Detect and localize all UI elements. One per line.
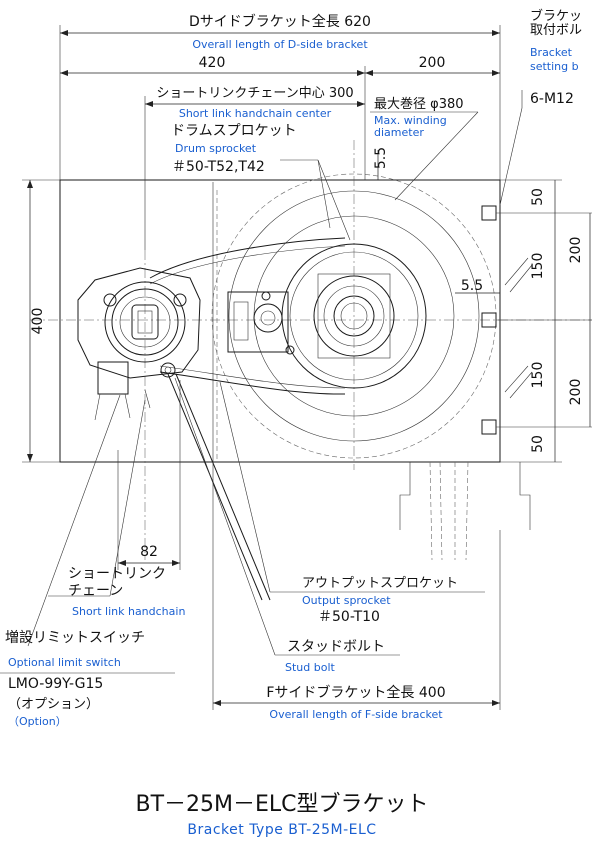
dim-200-top: 200	[419, 55, 446, 71]
d-side-length-en: Overall length of D-side bracket	[192, 38, 368, 51]
dim-50-bottom: 50	[530, 435, 546, 453]
dimension-lines	[22, 25, 592, 710]
max-winding-en-1: Max. winding	[374, 114, 447, 127]
title-en: Bracket Type BT-25M-ELC	[187, 822, 376, 838]
limit-switch-label: 増設リミットスイッチ	[5, 630, 145, 646]
bracket-bolt-en-2: setting b	[530, 60, 579, 73]
output-sprocket-block	[227, 291, 295, 355]
drum-sprocket-spec: ＃50-T52,T42	[172, 159, 265, 175]
limit-switch-en: Optional limit switch	[8, 656, 121, 669]
drum-sprocket-en: Drum sprocket	[175, 142, 257, 155]
dimension-texts: Dサイドブラケット全長 620 Overall length of D-side…	[30, 13, 584, 721]
dim-400-height: 400	[30, 308, 46, 335]
limit-switch-model: LMO-99Y-G15	[8, 676, 103, 692]
option-en: （Option）	[8, 715, 67, 728]
drive-chain	[149, 237, 346, 395]
short-link-chain-label-2: チェーン	[68, 583, 123, 599]
bracket-plate	[59, 179, 501, 463]
mounting-bolts	[481, 205, 533, 435]
stud-bolt-label: スタッドボルト	[287, 639, 385, 655]
stud-bolt	[167, 373, 271, 601]
bracket-bolt-label-2: 取付ボル	[530, 23, 582, 38]
drum-assembly	[211, 173, 497, 459]
lower-legs	[399, 461, 531, 561]
stud-bolt-en: Stud bolt	[285, 661, 336, 674]
title-block: BT－25M－ELC型ブラケット Bracket Type BT-25M-ELC	[135, 792, 428, 838]
output-sprocket-en: Output sprocket	[302, 594, 391, 607]
d-side-length-label: Dサイドブラケット全長 620	[189, 13, 371, 30]
bracket-bolt-label-1: ブラケッ	[530, 8, 582, 24]
dim-200-upper: 200	[568, 237, 584, 264]
max-winding-en-2: diameter	[374, 126, 424, 139]
dim-5-5-top: 5.5	[373, 147, 389, 169]
part-labels: ブラケッ 取付ボル Bracket setting b 6-M12 最大巻径 φ…	[5, 8, 582, 728]
f-side-length-label: Fサイドブラケット全長 400	[266, 684, 445, 701]
max-winding-label: 最大巻径 φ380	[374, 97, 464, 112]
handchain-wheel	[77, 267, 201, 421]
output-sprocket-spec: ＃50-T10	[318, 609, 380, 625]
dim-150-upper: 150	[530, 253, 546, 280]
bracket-bolt-spec: 6-M12	[530, 91, 574, 107]
option-label: （オプション）	[8, 697, 99, 712]
drum-sprocket-label: ドラムスプロケット	[171, 123, 297, 139]
bolt-2	[481, 312, 520, 328]
dim-82: 82	[140, 544, 158, 560]
dim-200-lower: 200	[568, 379, 584, 406]
center-lines	[30, 140, 592, 560]
short-link-center-en: Short link handchain center	[179, 107, 332, 120]
bolt-1	[481, 205, 520, 221]
output-sprocket-label: アウトプットスプロケット	[302, 576, 458, 591]
dim-5-5-side: 5.5	[461, 278, 483, 294]
title-jp: BT－25M－ELC型ブラケット	[135, 792, 428, 817]
short-link-chain-en: Short link handchain	[72, 605, 185, 618]
dim-420: 420	[199, 55, 226, 71]
short-link-center-label: ショートリンクチェーン中心 300	[156, 86, 353, 101]
dim-50-top: 50	[530, 188, 546, 206]
dim-150-lower: 150	[530, 362, 546, 389]
short-link-chain-label-1: ショートリンク	[68, 566, 166, 582]
bolt-3	[481, 419, 520, 435]
leader-lines	[0, 90, 523, 674]
bracket-bolt-en-1: Bracket	[530, 46, 573, 59]
f-side-length-en: Overall length of F-side bracket	[269, 708, 443, 721]
